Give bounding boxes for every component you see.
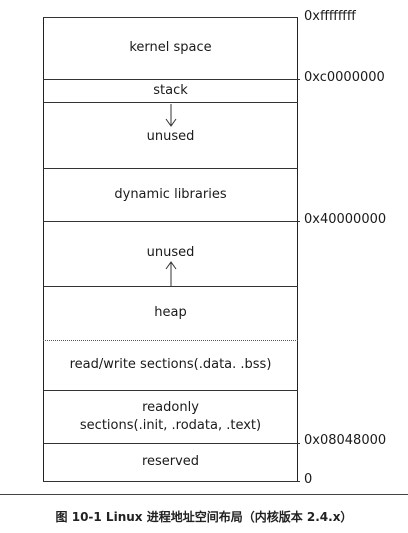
segment-label: unused [146,245,195,261]
address-kernel-base: 0xc0000000 [304,70,385,85]
address-shared-base: 0x40000000 [304,212,387,227]
heap-grow-up-arrow-icon [165,261,177,286]
address-text-base: 0x08048000 [304,433,387,448]
segment-heap: heap [43,286,298,340]
stack-grow-down-arrow-icon [165,104,177,127]
boundary-bottom [43,481,300,482]
address-top: 0xffffffff [304,9,356,24]
segment-label: unused [146,129,195,145]
boundary-heap-bottom [43,340,298,341]
boundary-rw [43,390,298,391]
segment-label: dynamic libraries [114,186,227,202]
address-space-lower [43,340,298,481]
segment-stack: stack [43,79,298,102]
segment-label: stack [153,82,188,98]
segment-label: kernel space [129,40,212,56]
boundary-kernel [43,79,300,80]
boundary-unused1 [43,168,298,169]
boundary-ro [43,443,300,444]
segment-label: readonly sections(.init, .rodata, .text) [79,399,262,433]
segment-reserved: reserved [43,443,298,481]
segment-read-write-sections: read/write sections(.data. .bss) [43,340,298,390]
segment-unused-upper: unused [43,122,298,152]
figure-caption: 图 10-1 Linux 进程地址空间布局（内核版本 2.4.x） [55,510,353,524]
boundary-dynlib [43,221,300,222]
boundary-heap-top [43,286,298,287]
boundary-top [43,17,298,18]
segment-kernel-space: kernel space [43,17,298,79]
segment-label: read/write sections(.data. .bss) [69,357,272,373]
segment-label: heap [154,305,187,321]
address-space-upper [43,17,298,340]
segment-label: reserved [141,454,200,470]
segment-dynamic-libraries: dynamic libraries [43,168,298,221]
boundary-stack [43,102,298,103]
segment-readonly-sections: readonly sections(.init, .rodata, .text) [43,390,298,443]
caption-rule [0,494,408,495]
address-zero: 0 [304,472,313,487]
segment-unused-lower: unused [43,238,298,268]
